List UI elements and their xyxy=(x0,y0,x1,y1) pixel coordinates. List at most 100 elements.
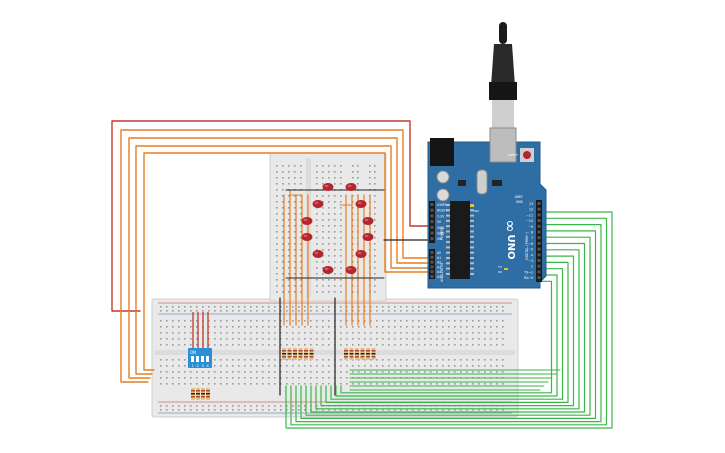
breadboard-hole xyxy=(430,409,432,411)
power-pin-hole[interactable] xyxy=(430,208,434,212)
digital-pin-hole[interactable] xyxy=(537,219,541,223)
breadboard-hole xyxy=(294,213,296,215)
breadboard-hole xyxy=(292,383,294,385)
breadboard-hole xyxy=(244,383,246,385)
reset-button-cap[interactable] xyxy=(523,151,531,159)
digital-pin-hole[interactable] xyxy=(537,213,541,217)
analog-pin-hole[interactable] xyxy=(430,275,434,278)
resistor-band xyxy=(349,350,354,352)
digital-pin-hole[interactable] xyxy=(537,264,541,268)
breadboard-hole xyxy=(172,365,174,367)
dip-toggle-2[interactable] xyxy=(196,356,199,362)
breadboard-hole xyxy=(232,338,234,340)
led-6[interactable] xyxy=(362,217,374,225)
power-pin-hole[interactable] xyxy=(430,220,434,224)
dip-position-label: 1 xyxy=(192,364,194,368)
breadboard-hole xyxy=(400,310,402,312)
chip-pin xyxy=(470,267,474,270)
breadboard-hole xyxy=(334,231,336,233)
led-1[interactable] xyxy=(322,183,334,191)
led-7[interactable] xyxy=(301,233,313,241)
power-pin-hole[interactable] xyxy=(430,214,434,218)
power-pin-hole[interactable] xyxy=(430,203,434,206)
breadboard-hole xyxy=(244,306,246,308)
breadboard-hole xyxy=(178,405,180,407)
breadboard-hole xyxy=(328,213,330,215)
led-2[interactable] xyxy=(345,183,357,191)
wire-digital-2 xyxy=(290,217,608,426)
breadboard-hole xyxy=(160,332,162,334)
digital-pin-label: RX←0 xyxy=(524,276,533,280)
led-body xyxy=(322,266,334,274)
led-3[interactable] xyxy=(312,200,324,208)
digital-pin-hole[interactable] xyxy=(537,259,541,262)
breadboard-hole xyxy=(436,409,438,411)
breadboard-hole xyxy=(178,365,180,367)
digital-pin-hole[interactable] xyxy=(537,224,541,228)
breadboard-hole xyxy=(166,306,168,308)
breadboard-hole xyxy=(226,405,228,407)
breadboard-hole xyxy=(238,405,240,407)
analog-pin-hole[interactable] xyxy=(430,265,434,269)
breadboard-hole xyxy=(340,177,342,179)
led-8[interactable] xyxy=(362,233,374,241)
digital-pin-hole[interactable] xyxy=(537,270,541,274)
breadboard-hole xyxy=(430,365,432,367)
breadboard-hole xyxy=(238,320,240,322)
analog-pin-hole[interactable] xyxy=(430,270,434,274)
breadboard-hole xyxy=(442,359,444,361)
digital-pin-hole[interactable] xyxy=(537,207,541,211)
breadboard-hole xyxy=(250,306,252,308)
breadboard-hole xyxy=(288,219,290,221)
breadboard-hole xyxy=(328,332,330,334)
breadboard-hole xyxy=(268,332,270,334)
led-5[interactable] xyxy=(301,217,313,225)
breadboard-hole xyxy=(374,183,376,185)
tx-label: TX xyxy=(497,265,502,269)
analog-pin-hole[interactable] xyxy=(430,251,434,254)
digital-pin-hole[interactable] xyxy=(537,236,541,240)
led-12[interactable] xyxy=(345,266,357,274)
breadboard-hole xyxy=(448,310,450,312)
breadboard-hole xyxy=(178,383,180,385)
led-10[interactable] xyxy=(355,250,367,258)
power-pin-hole[interactable] xyxy=(430,237,434,241)
analog-pin-hole[interactable] xyxy=(430,255,434,259)
breadboard-hole xyxy=(160,344,162,346)
power-pin-hole[interactable] xyxy=(430,225,434,229)
breadboard-hole xyxy=(282,285,284,287)
digital-pin-hole[interactable] xyxy=(537,230,541,234)
dip-toggle-1[interactable] xyxy=(191,356,194,362)
breadboard-hole xyxy=(292,371,294,373)
breadboard-hole xyxy=(166,320,168,322)
digital-pin-hole[interactable] xyxy=(537,276,541,280)
breadboard-hole xyxy=(374,195,376,197)
breadboard-hole xyxy=(268,377,270,379)
breadboard-hole xyxy=(388,326,390,328)
arduino-uno[interactable]: 1312~11~10~987~6~54~32TX→1RX←0IOREFRESET… xyxy=(427,22,547,289)
breadboard-hole xyxy=(374,207,376,209)
led-highlight xyxy=(314,201,319,205)
led-4[interactable] xyxy=(355,200,367,208)
digital-pin-hole[interactable] xyxy=(537,247,541,251)
digital-pin-hole[interactable] xyxy=(537,253,541,257)
breadboard-hole xyxy=(276,249,278,251)
breadboard-hole xyxy=(268,306,270,308)
led-11[interactable] xyxy=(322,266,334,274)
led-body xyxy=(312,250,324,258)
breadboard-hole xyxy=(400,365,402,367)
analog-pin-hole[interactable] xyxy=(430,260,434,264)
dip-toggle-4[interactable] xyxy=(206,356,209,362)
breadboard-hole xyxy=(322,344,324,346)
breadboard-hole xyxy=(274,320,276,322)
digital-pin-hole[interactable] xyxy=(537,241,541,245)
breadboard-hole xyxy=(166,409,168,411)
digital-pin-hole[interactable] xyxy=(537,202,541,205)
led-9[interactable] xyxy=(312,250,324,258)
dip-toggle-3[interactable] xyxy=(201,356,204,362)
dip-on-label: ON xyxy=(190,350,196,355)
breadboard-hole xyxy=(288,267,290,269)
power-pin-hole[interactable] xyxy=(430,231,434,235)
breadboard-hole xyxy=(502,326,504,328)
